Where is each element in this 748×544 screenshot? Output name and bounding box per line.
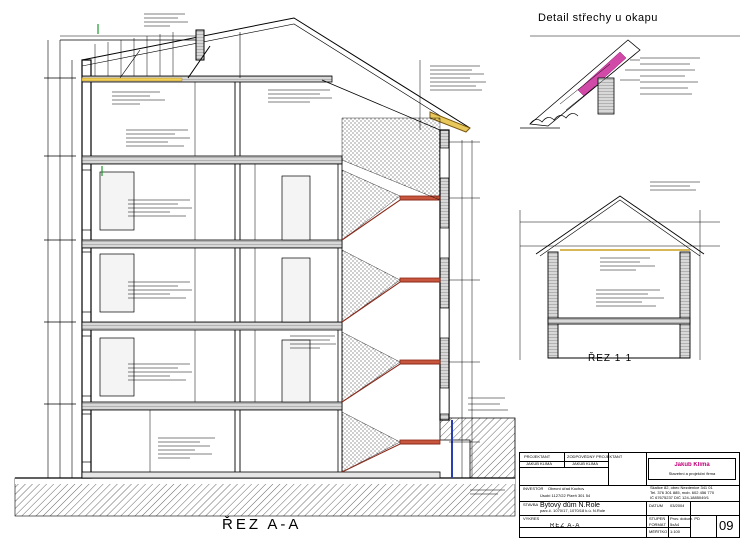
vykres-value: ŘEZ A-A: [550, 523, 581, 529]
floor-slabs: [81, 75, 441, 479]
stavba-sub: parc.č. 1070/17, 1070/18 k.ú. N.Role: [540, 509, 606, 513]
openings: [81, 147, 453, 478]
label-investor: INVESTOR: [523, 487, 544, 491]
stupen-value: Prov. dokum. PD: [670, 517, 700, 521]
interior-dimensions: [149, 60, 473, 478]
label-zodpovedny: ZODPOVĚDNÝ PROJEKTANT: [567, 455, 623, 459]
format-value: 5xA4: [670, 523, 680, 527]
right-level-marks: [449, 141, 480, 443]
investor-value: Obecní úřad Kochov: [548, 487, 585, 491]
label-stupen: STUPEŇ: [649, 517, 666, 521]
green-markers: [97, 24, 103, 176]
investor-address: Úsobí 1127/22 Plzeň 301 54: [540, 494, 591, 498]
label-vykres: VÝKRES: [523, 517, 540, 521]
firm-name: Jakub Klíma: [674, 462, 710, 468]
stamp-area: [608, 457, 644, 481]
title-block: PROJEKTANT JAKUB KLIMA ZODPOVĚDNÝ PROJEK…: [519, 452, 740, 538]
name-zodpovedny: JAKUB KLIMA: [572, 462, 599, 466]
datum-value: 03/2004: [670, 504, 685, 508]
label-meritko: MĚŘÍTKO: [649, 530, 668, 534]
terrain-hatch: [14, 477, 516, 517]
ground-fill: [15, 478, 515, 484]
left-wall: [81, 59, 92, 479]
section-title: ŘEZ A-A: [222, 516, 302, 533]
roof: [60, 17, 471, 133]
firm-ic: IČ 67675237 DIČ 124-1885049/1: [650, 496, 709, 500]
label-stavba: STAVBA: [523, 503, 539, 507]
annotation-lines: [112, 13, 508, 495]
roof-eave-detail: [520, 35, 740, 129]
center-wall: [234, 77, 241, 479]
left-dimension-chains: [44, 40, 76, 480]
label-projektant: PROJEKTANT: [524, 455, 551, 459]
meritko-value: 1:100: [670, 530, 681, 534]
name-projektant: JAKUB KLIMA: [526, 462, 553, 466]
stavba-value: Bytový dům N.Role: [540, 502, 600, 509]
firm-phone: Tel. 376 301 885, mob. 602 456 770: [650, 491, 715, 495]
firm-box: Jakub Klíma Stavební a projekční firma: [648, 458, 736, 480]
main-section: [14, 13, 516, 517]
firm-subtitle: Stavební a projekční firma: [668, 471, 716, 476]
right-wall: [439, 129, 450, 421]
label-datum: DATUM: [649, 504, 663, 508]
section-1-1-title: ŘEZ 1-1: [588, 353, 633, 364]
detail-title: Detail střechy u okapu: [538, 12, 658, 24]
label-format: FORMÁT: [649, 523, 666, 527]
stair-wall: [337, 159, 343, 479]
firm-address: Skalice 82, obec Nezdenice 341 01: [650, 486, 713, 490]
sheet-number: 09: [719, 519, 734, 533]
stair-flights: [341, 117, 441, 473]
section-1-1: [519, 181, 720, 360]
